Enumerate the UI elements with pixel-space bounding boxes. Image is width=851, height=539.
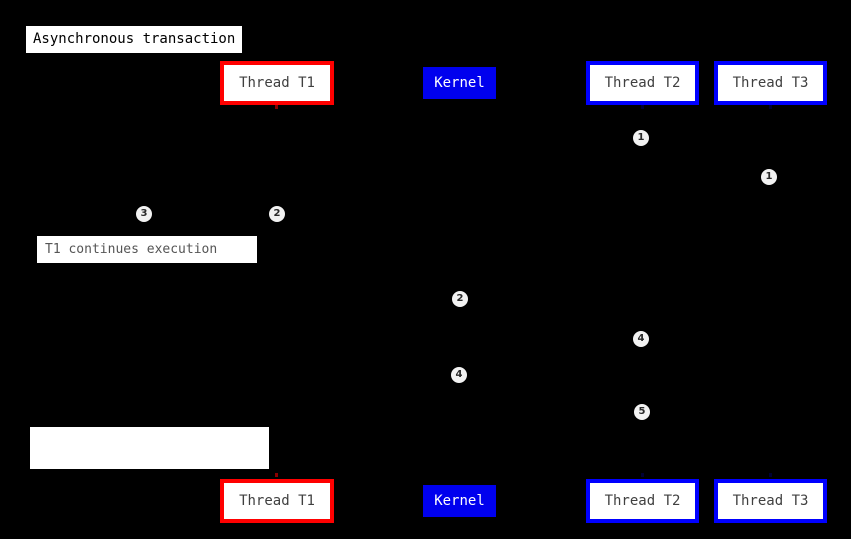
participant-thread-t1-top[interactable]: Thread T1 bbox=[220, 61, 334, 105]
participant-thread-t3-top[interactable]: Thread T3 bbox=[714, 61, 827, 105]
participant-thread-t2-top[interactable]: Thread T2 bbox=[586, 61, 699, 105]
step-bullet-thread-t2-4: 4 bbox=[633, 331, 649, 347]
step-bullet-thread-t3-1: 1 bbox=[761, 169, 777, 185]
lifeline-stub-thread-t1-bottom bbox=[275, 473, 278, 477]
lifeline-stub-thread-t2-top bbox=[641, 105, 644, 109]
note-t1-continues-execution: T1 continues execution bbox=[37, 236, 257, 263]
participant-kernel-top[interactable]: Kernel bbox=[423, 67, 496, 99]
lifeline-stub-thread-t2-bottom bbox=[641, 473, 644, 477]
step-bullet-thread-t1-2: 2 bbox=[269, 206, 285, 222]
blank-note-box bbox=[30, 427, 269, 469]
lifeline-stub-thread-t3-top bbox=[769, 105, 772, 109]
participant-kernel-bottom[interactable]: Kernel bbox=[423, 485, 496, 517]
step-bullet-kernel-4: 4 bbox=[451, 367, 467, 383]
participant-thread-t1-bottom[interactable]: Thread T1 bbox=[220, 479, 334, 523]
lifeline-stub-thread-t1-top bbox=[275, 105, 278, 109]
participant-thread-t2-bottom[interactable]: Thread T2 bbox=[586, 479, 699, 523]
diagram-title: Asynchronous transaction bbox=[26, 26, 243, 53]
lifeline-stub-thread-t3-bottom bbox=[769, 473, 772, 477]
step-bullet-note-3: 3 bbox=[136, 206, 152, 222]
step-bullet-thread-t2-1: 1 bbox=[633, 130, 649, 146]
step-bullet-kernel-2: 2 bbox=[452, 291, 468, 307]
step-bullet-thread-t2-5: 5 bbox=[634, 404, 650, 420]
participant-thread-t3-bottom[interactable]: Thread T3 bbox=[714, 479, 827, 523]
